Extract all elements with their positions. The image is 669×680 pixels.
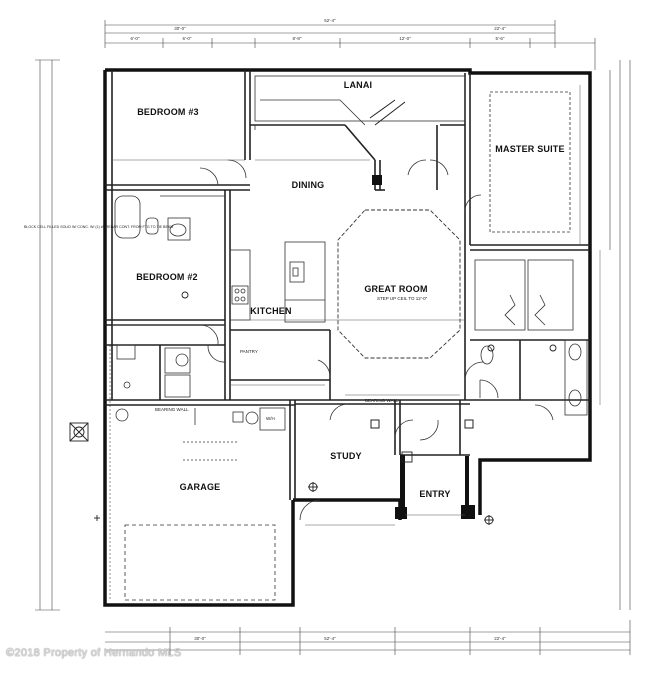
- entry-structure: [370, 175, 475, 519]
- dimension-lines: [35, 20, 631, 655]
- svg-text:52'-4": 52'-4": [324, 18, 336, 23]
- room-label-great-room: GREAT ROOM: [364, 284, 427, 294]
- svg-text:22'-4": 22'-4": [494, 636, 506, 641]
- room-label-dining: DINING: [292, 180, 325, 190]
- room-label-lanai: LANAI: [344, 80, 373, 90]
- room-label-kitchen: KITCHEN: [250, 306, 291, 316]
- exterior-features: [69, 291, 557, 525]
- note-stepped-ceiling: STEP UP CEIL TO 12'-0": [377, 296, 428, 301]
- svg-text:6'-0": 6'-0": [131, 36, 140, 41]
- room-label-bedroom3: BEDROOM #3: [137, 107, 199, 117]
- note-block-fill: BLOCK CELL FILLED SOLID W/ CONC. W/ (1) …: [24, 225, 173, 229]
- laundry-fixtures: [115, 344, 191, 422]
- great-room-ceiling: [337, 209, 461, 359]
- svg-text:22'-4": 22'-4": [494, 26, 506, 31]
- svg-text:30'-0": 30'-0": [194, 636, 206, 641]
- room-label-entry: ENTRY: [419, 489, 450, 499]
- master-suite-ceiling: [489, 91, 571, 233]
- svg-text:12'-0": 12'-0": [399, 36, 411, 41]
- room-label-study: STUDY: [330, 451, 362, 461]
- interior-walls: [105, 70, 590, 500]
- hall-bath-fixtures: [114, 195, 225, 241]
- interior-dimension-lines: [112, 85, 601, 526]
- room-label-garage: GARAGE: [180, 482, 221, 492]
- svg-text:52'-4": 52'-4": [324, 636, 336, 641]
- note-pantry: PANTRY: [240, 349, 258, 354]
- lanai-outline: [254, 75, 466, 130]
- room-label-bedroom2: BEDROOM #2: [136, 272, 198, 282]
- svg-text:6'-0": 6'-0": [183, 36, 192, 41]
- svg-text:5'-6": 5'-6": [496, 36, 505, 41]
- garage-fixtures: [124, 407, 286, 601]
- room-label-master-suite: MASTER SUITE: [495, 144, 564, 154]
- note-bearing-wall-right: BEARING WALL: [365, 398, 399, 403]
- note-water-heater: W/H: [266, 416, 275, 421]
- note-bearing-wall-left: BEARING WALL: [155, 407, 189, 412]
- svg-text:8'-8": 8'-8": [293, 36, 302, 41]
- dimension-texts: 52'-4" 30'-0" 22'-4" 6'-0" 6'-0" 8'-8" 1…: [131, 18, 507, 641]
- watermark: ©2018 Property of Hernando MLS: [6, 647, 182, 659]
- svg-text:30'-0": 30'-0": [174, 26, 186, 31]
- master-bath-fixtures: [474, 259, 588, 416]
